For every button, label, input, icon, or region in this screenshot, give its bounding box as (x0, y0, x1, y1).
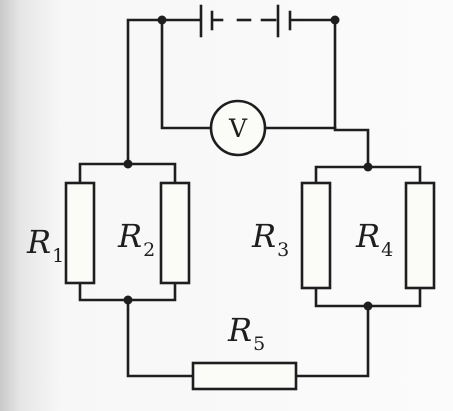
junction-dot (363, 162, 373, 172)
voltmeter-branch: V (160, 18, 337, 157)
top-wire (126, 18, 370, 164)
junction-dot (123, 159, 133, 169)
voltmeter-circle (209, 99, 267, 157)
right-parallel-group (300, 165, 436, 308)
battery-symbol (199, 4, 292, 38)
label-r5: R5 (227, 311, 265, 355)
label-r4: R4 (355, 217, 393, 261)
resistor-r4 (404, 181, 436, 290)
resistor-r2 (159, 181, 191, 285)
junction-dot (330, 15, 340, 25)
resistor-r3 (300, 181, 332, 290)
junction-dot (363, 301, 373, 311)
junction-dots (123, 15, 373, 311)
label-r1: R1 (26, 223, 64, 267)
label-r2: R2 (117, 217, 155, 261)
junction-dot (157, 15, 167, 25)
resistor-r1 (64, 181, 96, 285)
resistor-r5 (191, 361, 298, 391)
junction-dot (123, 295, 133, 305)
bottom-wire (126, 298, 370, 391)
voltmeter-label: V (228, 114, 248, 143)
label-r3: R3 (251, 217, 289, 261)
